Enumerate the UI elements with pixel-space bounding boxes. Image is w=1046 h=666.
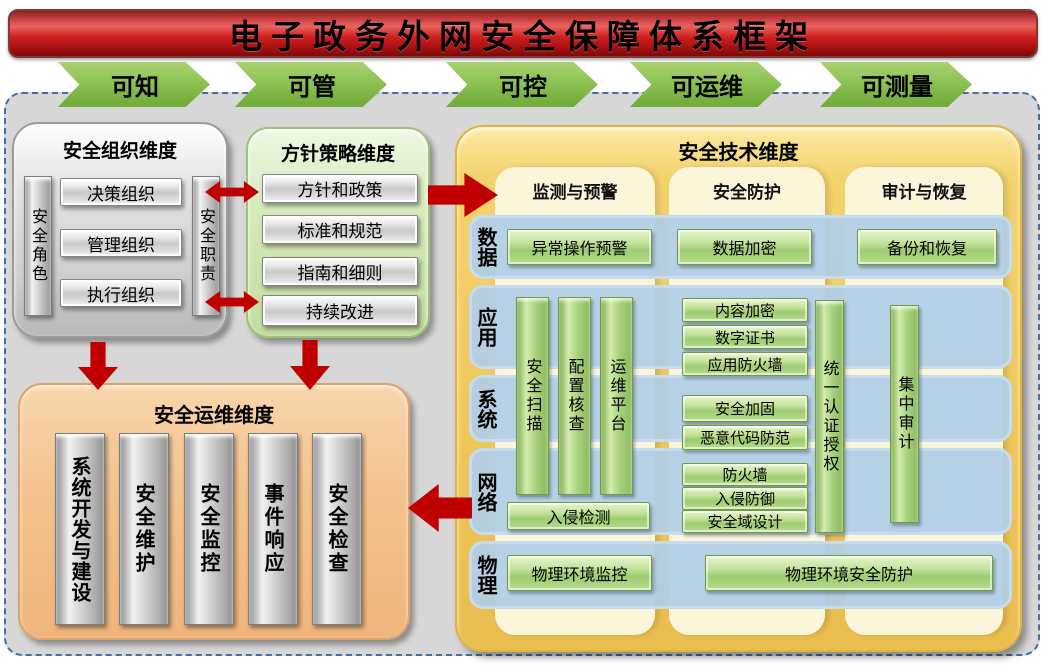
ops-bar-security-inspection: 安全检查 <box>312 433 362 625</box>
btn-label: 应用防火墙 <box>707 355 783 374</box>
btn-label: 安全加固 <box>714 400 775 418</box>
bar-ops-platform: 运维平台 <box>600 297 633 495</box>
ops-bar-label: 系统开发与建设 <box>68 455 92 603</box>
chevron-manageable: 可管 <box>235 62 387 107</box>
org-left-bar: 安全角色 <box>24 176 52 316</box>
tech-column-header: 监测与预警 <box>532 183 618 203</box>
policy-item-guidelines: 指南和细则 <box>262 257 418 286</box>
chevron-measurable: 可测量 <box>820 62 972 107</box>
btn-firewall: 防火墙 <box>682 463 808 486</box>
chevron-operable: 可运维 <box>630 62 782 107</box>
ops-dimension-box: 安全运维维度 系统开发与建设 安全维护 安全监控 事件响应 安全检查 <box>18 383 410 640</box>
org-item-label: 决策组织 <box>87 184 155 205</box>
btn-label: 防火墙 <box>722 466 768 484</box>
ops-bar-label: 事件响应 <box>261 483 285 575</box>
ops-bar-label: 安全检查 <box>325 483 349 575</box>
bar-label: 统一认证授权 <box>820 359 840 474</box>
bar-config-check: 配置核查 <box>558 297 591 495</box>
chevron-label: 可管 <box>288 73 336 101</box>
bar-label: 运维平台 <box>607 358 627 434</box>
chevron-label: 可测量 <box>861 73 933 101</box>
policy-box-title: 方针策略维度 <box>280 143 395 165</box>
btn-backup-recovery: 备份和恢复 <box>857 229 997 265</box>
ops-bar-security-monitoring: 安全监控 <box>184 433 234 625</box>
btn-security-domain-design: 安全域设计 <box>682 510 808 533</box>
arrow-org-policy-bottom <box>205 291 259 313</box>
btn-label: 异常操作预警 <box>531 239 628 258</box>
chevron-label: 可控 <box>499 73 547 101</box>
org-item-decision: 决策组织 <box>60 178 182 206</box>
tech-row-label: 数据 <box>474 227 498 267</box>
policy-item-label: 方针和政策 <box>297 181 383 201</box>
bar-central-audit: 集中审计 <box>890 305 919 523</box>
tech-box-title: 安全技术维度 <box>678 140 799 164</box>
bar-label: 配置核查 <box>565 358 585 434</box>
bar-security-scan: 安全扫描 <box>516 297 549 495</box>
org-item-execution: 执行组织 <box>60 279 182 307</box>
btn-physical-env-monitor: 物理环境监控 <box>507 555 652 591</box>
btn-label: 内容加密 <box>714 301 775 320</box>
btn-content-encryption: 内容加密 <box>682 298 808 322</box>
btn-physical-env-protection: 物理环境安全防护 <box>705 555 993 591</box>
page-title: 电子政务外网安全保障体系框架 <box>229 16 817 56</box>
btn-malware-prevention: 恶意代码防范 <box>682 425 808 450</box>
org-dimension-box: 安全组织维度 安全角色 决策组织 管理组织 执行组织 安全职责 <box>12 122 228 338</box>
btn-label: 物理环境安全防护 <box>784 565 913 584</box>
ops-bar-incident-response: 事件响应 <box>248 433 298 625</box>
tech-dimension-box: 安全技术维度 监测与预警 安全防护 审计与恢复 数据 应用 系统 网络 物理 异… <box>455 125 1022 652</box>
policy-item-label: 持续改进 <box>306 303 374 323</box>
policy-dimension-box: 方针策略维度 方针和政策 标准和规范 指南和细则 持续改进 <box>246 127 430 338</box>
org-left-bar-label: 安全角色 <box>29 208 48 284</box>
btn-label: 恶意代码防范 <box>699 429 790 447</box>
btn-label: 物理环境监控 <box>531 565 628 584</box>
bar-label: 安全扫描 <box>523 358 543 434</box>
policy-item-policies: 方针和政策 <box>262 174 418 203</box>
policy-item-label: 指南和细则 <box>297 264 383 284</box>
chevron-knowable: 可知 <box>58 62 210 107</box>
chevron-label: 可知 <box>111 73 159 101</box>
btn-intrusion-detection: 入侵检测 <box>507 502 650 530</box>
ops-bar-security-maintenance: 安全维护 <box>119 433 169 625</box>
org-box-title: 安全组织维度 <box>62 140 177 162</box>
tech-row-label: 系统 <box>474 388 498 429</box>
btn-digital-certificate: 数字证书 <box>682 325 808 349</box>
policy-item-improvement: 持续改进 <box>262 295 418 326</box>
btn-label: 备份和恢复 <box>886 239 967 258</box>
org-right-bar-label: 安全职责 <box>197 208 216 284</box>
btn-label: 入侵检测 <box>546 508 611 527</box>
btn-label: 入侵防御 <box>714 490 775 508</box>
btn-security-hardening: 安全加固 <box>682 395 808 422</box>
org-item-management: 管理组织 <box>60 229 182 257</box>
tech-row-label: 网络 <box>474 471 498 512</box>
btn-label: 数字证书 <box>714 328 775 347</box>
ops-bar-label: 安全监控 <box>197 483 221 575</box>
ops-box-title: 安全运维维度 <box>154 403 274 427</box>
tech-column-header: 审计与恢复 <box>881 183 967 203</box>
btn-data-encryption: 数据加密 <box>677 229 812 265</box>
btn-label: 数据加密 <box>712 239 777 258</box>
ops-bar-system-development: 系统开发与建设 <box>55 433 105 625</box>
tech-row-label: 物理 <box>474 555 498 595</box>
btn-anomaly-warning: 异常操作预警 <box>507 229 652 265</box>
tech-row-label: 应用 <box>474 307 498 347</box>
org-item-label: 管理组织 <box>87 235 155 256</box>
tech-column-header: 安全防护 <box>713 183 781 203</box>
bar-label: 集中审计 <box>895 376 915 452</box>
title-banner: 电子政务外网安全保障体系框架 <box>8 9 1038 58</box>
chevron-controllable: 可控 <box>446 62 598 107</box>
ops-bar-label: 安全维护 <box>132 483 156 575</box>
policy-item-label: 标准和规范 <box>297 222 383 242</box>
arrow-org-policy-top <box>205 181 259 203</box>
btn-app-firewall: 应用防火墙 <box>682 352 808 376</box>
chevron-label: 可运维 <box>671 73 743 101</box>
bar-unified-auth: 统一认证授权 <box>815 300 844 533</box>
btn-label: 安全域设计 <box>707 513 783 531</box>
btn-intrusion-prevention: 入侵防御 <box>682 487 808 510</box>
policy-item-standards: 标准和规范 <box>262 215 418 244</box>
org-item-label: 执行组织 <box>87 285 155 306</box>
